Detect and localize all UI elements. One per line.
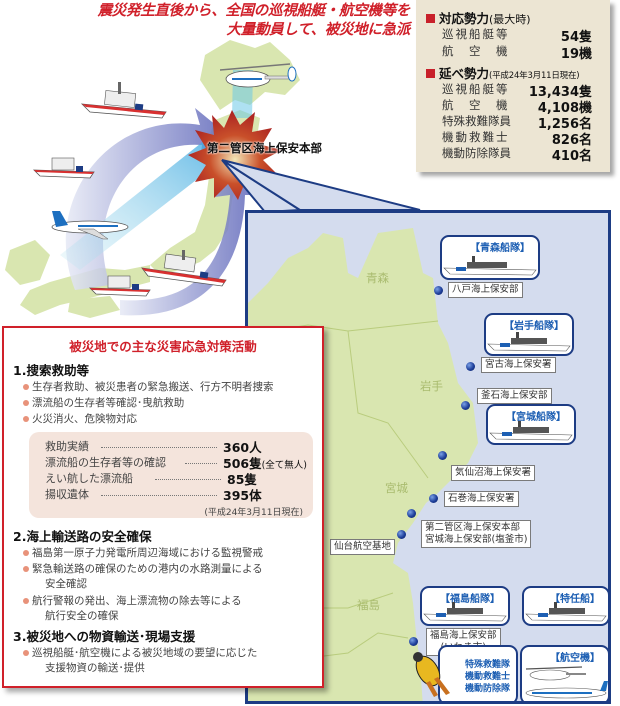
results-box: 救助実績 360人 漂流船の生存者等の確認 506隻(全て無人) えい航した漂流… xyxy=(29,432,313,518)
ship-icon xyxy=(443,256,537,276)
office-label: 八戸海上保安部 xyxy=(448,282,523,298)
office-label: 石巻海上保安署 xyxy=(444,491,519,507)
ship-icon xyxy=(525,602,607,622)
office-label: 気仙沼海上保安署 xyxy=(451,465,536,481)
bullet-continuation: 安全確認 xyxy=(45,578,87,590)
cumulative-force-title: 延べ勢力(平成24年3月11日現在) xyxy=(426,63,580,82)
bullet-item: 巡視船艇･航空機による被災地域の要望に応じた xyxy=(22,647,258,659)
helicopter-icon xyxy=(220,63,297,88)
section-heading: 3.被災地への物資輸送･現場支援 xyxy=(13,629,196,644)
bullet-item: 航行警報の発出、海上漂流物の除去等による xyxy=(23,595,242,607)
rescue-unit-label: 機動救難士 xyxy=(464,672,510,682)
office-marker[interactable] xyxy=(429,494,438,503)
result-row: えい航した漂流船 85隻 xyxy=(45,472,257,487)
diver-icon xyxy=(413,652,450,697)
activities-title: 被災地での主な災害応急対策活動 xyxy=(69,339,257,354)
rescue-units-box[interactable]: 特殊救難隊 機動救難士 機動防除隊 xyxy=(438,645,518,701)
response-force-title: 対応勢力(最大時) xyxy=(426,8,531,27)
result-row: 救助実績 360人 xyxy=(45,440,262,455)
bullet-item: 生存者救助、被災患者の緊急搬送、行方不明者捜索 xyxy=(23,381,274,393)
bullet-continuation: 航行安全の確保 xyxy=(45,610,119,622)
office-marker[interactable] xyxy=(461,401,470,410)
headline-line-2: 大量動員して、被災地に急派 xyxy=(226,22,411,38)
bullet-item: 緊急輸送路の確保のための港内の水路測量による xyxy=(23,563,263,575)
aircraft-icon xyxy=(525,666,608,699)
bullet-item: 福島第一原子力発電所周辺海域における監視警戒 xyxy=(23,547,263,559)
patrol-ship-small-icon xyxy=(33,157,95,179)
result-row: 揚収遺体 395体 xyxy=(45,488,262,503)
patrol-ship-large-icon xyxy=(80,82,167,119)
rescue-unit-label: 機動防除隊 xyxy=(464,684,510,694)
office-marker[interactable] xyxy=(407,509,416,518)
patrol-ship-large-icon-2 xyxy=(141,250,227,287)
rescue-unit-label: 特殊救難隊 xyxy=(464,660,510,670)
prefecture-label: 福島 xyxy=(357,598,380,612)
fleet-aomori[interactable]: 【青森船隊】 xyxy=(440,235,540,280)
fleet-fukushima[interactable]: 【福島船隊】 xyxy=(420,586,510,626)
headline-line-1: 震災発生直後から、全国の巡視船艇・航空機等を xyxy=(97,3,411,19)
office-label: 仙台航空基地 xyxy=(330,539,396,555)
section-heading: 1.搜索救助等 xyxy=(13,363,89,378)
headline: 震災発生直後から、全国の巡視船艇・航空機等を 大量動員して、被災地に急派 xyxy=(0,2,411,40)
bullet-item: 漂流船の生存者等確認･曳航救助 xyxy=(22,397,185,409)
results-as-of: (平成24年3月11日現在) xyxy=(204,508,303,518)
office-label: 釜石海上保安部 xyxy=(477,388,552,404)
ship-icon xyxy=(423,602,507,622)
prefecture-label: 青森 xyxy=(366,271,389,285)
red-square-icon xyxy=(426,69,435,78)
bullet-continuation: 支援物資の輸送･提供 xyxy=(45,662,145,674)
fleet-aircraft[interactable]: 【航空機】 xyxy=(520,645,608,701)
office-label-hq: 第二管区海上保安本部宮城海上保安部(塩釜市) xyxy=(421,520,532,548)
hq-label: 第二管区海上保安本部 xyxy=(207,141,322,155)
result-row: 漂流船の生存者等の確認 506隻(全て無人) xyxy=(45,456,308,471)
patrol-ship-small-icon-2 xyxy=(89,275,151,297)
fleet-special-ship[interactable]: 【特任船】 xyxy=(522,586,608,626)
ship-icon xyxy=(487,332,571,352)
ship-icon xyxy=(489,421,573,441)
airplane-icon xyxy=(51,211,129,240)
office-marker[interactable] xyxy=(434,286,443,295)
fleet-iwate[interactable]: 【岩手船隊】 xyxy=(484,313,574,356)
office-marker[interactable] xyxy=(397,530,406,539)
bullet-item: 火災消火、危険物対応 xyxy=(23,413,137,425)
prefecture-label: 宮城 xyxy=(385,481,408,495)
section-heading: 2.海上輸送路の安全確保 xyxy=(13,529,152,544)
activities-box: 被災地での主な災害応急対策活動 1.搜索救助等 生存者救助、被災患者の緊急搬送、… xyxy=(2,326,324,688)
office-marker[interactable] xyxy=(466,362,475,371)
office-marker[interactable] xyxy=(409,637,418,646)
red-square-icon xyxy=(426,14,435,23)
office-marker[interactable] xyxy=(438,451,447,460)
fleet-miyagi[interactable]: 【宮城船隊】 xyxy=(486,404,576,445)
office-label: 宮古海上保安署 xyxy=(481,357,556,373)
prefecture-label: 岩手 xyxy=(420,379,443,393)
